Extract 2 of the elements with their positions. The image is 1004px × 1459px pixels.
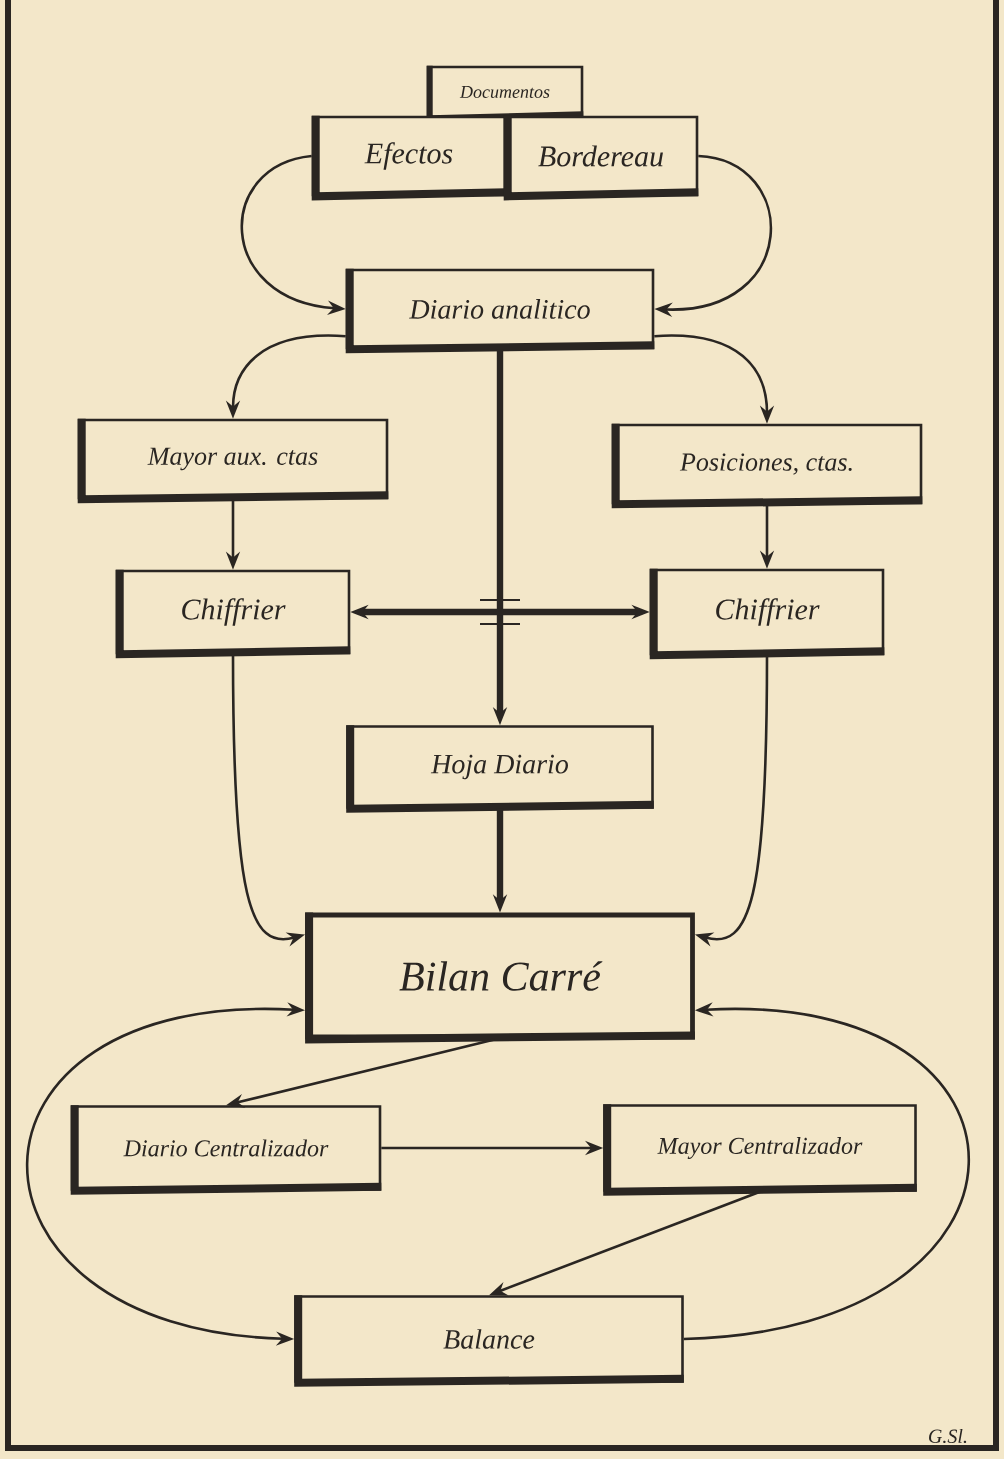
signature: G.Sl. xyxy=(929,1428,967,1444)
process-box: Documentos xyxy=(426,65,584,122)
